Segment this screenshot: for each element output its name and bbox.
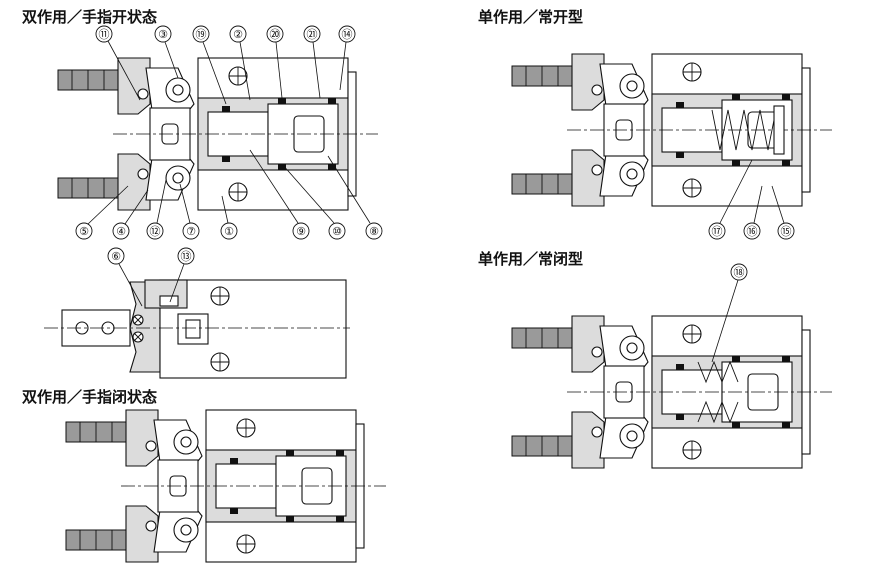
- callout-17: ⑰: [712, 225, 723, 238]
- callout-11: ⑪: [99, 28, 110, 41]
- view-single-normally-open: [511, 53, 833, 207]
- callout-12: ⑫: [150, 225, 161, 238]
- callout-15: ⑮: [781, 225, 792, 238]
- callouts-double-open: ⑪ ③ ⑲ ② ⑳ ㉑ ⑭: [95, 25, 356, 105]
- callout-19: ⑲: [196, 28, 207, 41]
- view-double-closed: [65, 409, 387, 563]
- title-double-closed: 双作用／手指闭状态: [22, 388, 157, 406]
- callout-21: ㉑: [307, 28, 318, 41]
- callout-10: ⑩: [332, 225, 342, 238]
- callout-9: ⑨: [296, 225, 306, 238]
- callout-4: ④: [116, 225, 126, 238]
- view-side: ⑥ ⑬: [44, 247, 350, 379]
- callout-20: ⑳: [270, 28, 281, 41]
- callouts-single-normally-closed: ⑱: [711, 263, 748, 363]
- callout-2: ②: [233, 28, 243, 41]
- title-double-open: 双作用／手指开状态: [22, 8, 157, 26]
- title-single-normally-closed: 单作用／常闭型: [478, 250, 583, 268]
- callout-6: ⑥: [111, 250, 121, 263]
- title-single-normally-open: 单作用／常开型: [478, 8, 583, 26]
- callouts-double-open-bottom: ⑤ ④ ⑫ ⑦ ① ⑨ ⑩ ⑧: [75, 149, 383, 240]
- callout-16: ⑯: [747, 225, 758, 238]
- callout-18: ⑱: [734, 266, 745, 279]
- callout-8: ⑧: [369, 225, 379, 238]
- view-single-normally-closed: [511, 315, 833, 469]
- callouts-single-normally-open: ⑰ ⑯ ⑮: [708, 159, 795, 240]
- callout-3: ③: [158, 28, 168, 41]
- callout-7: ⑦: [186, 225, 196, 238]
- callout-13: ⑬: [181, 250, 192, 263]
- callout-5: ⑤: [79, 225, 89, 238]
- view-double-open: [57, 57, 379, 211]
- callout-1: ①: [224, 225, 234, 238]
- callout-14: ⑭: [342, 28, 353, 41]
